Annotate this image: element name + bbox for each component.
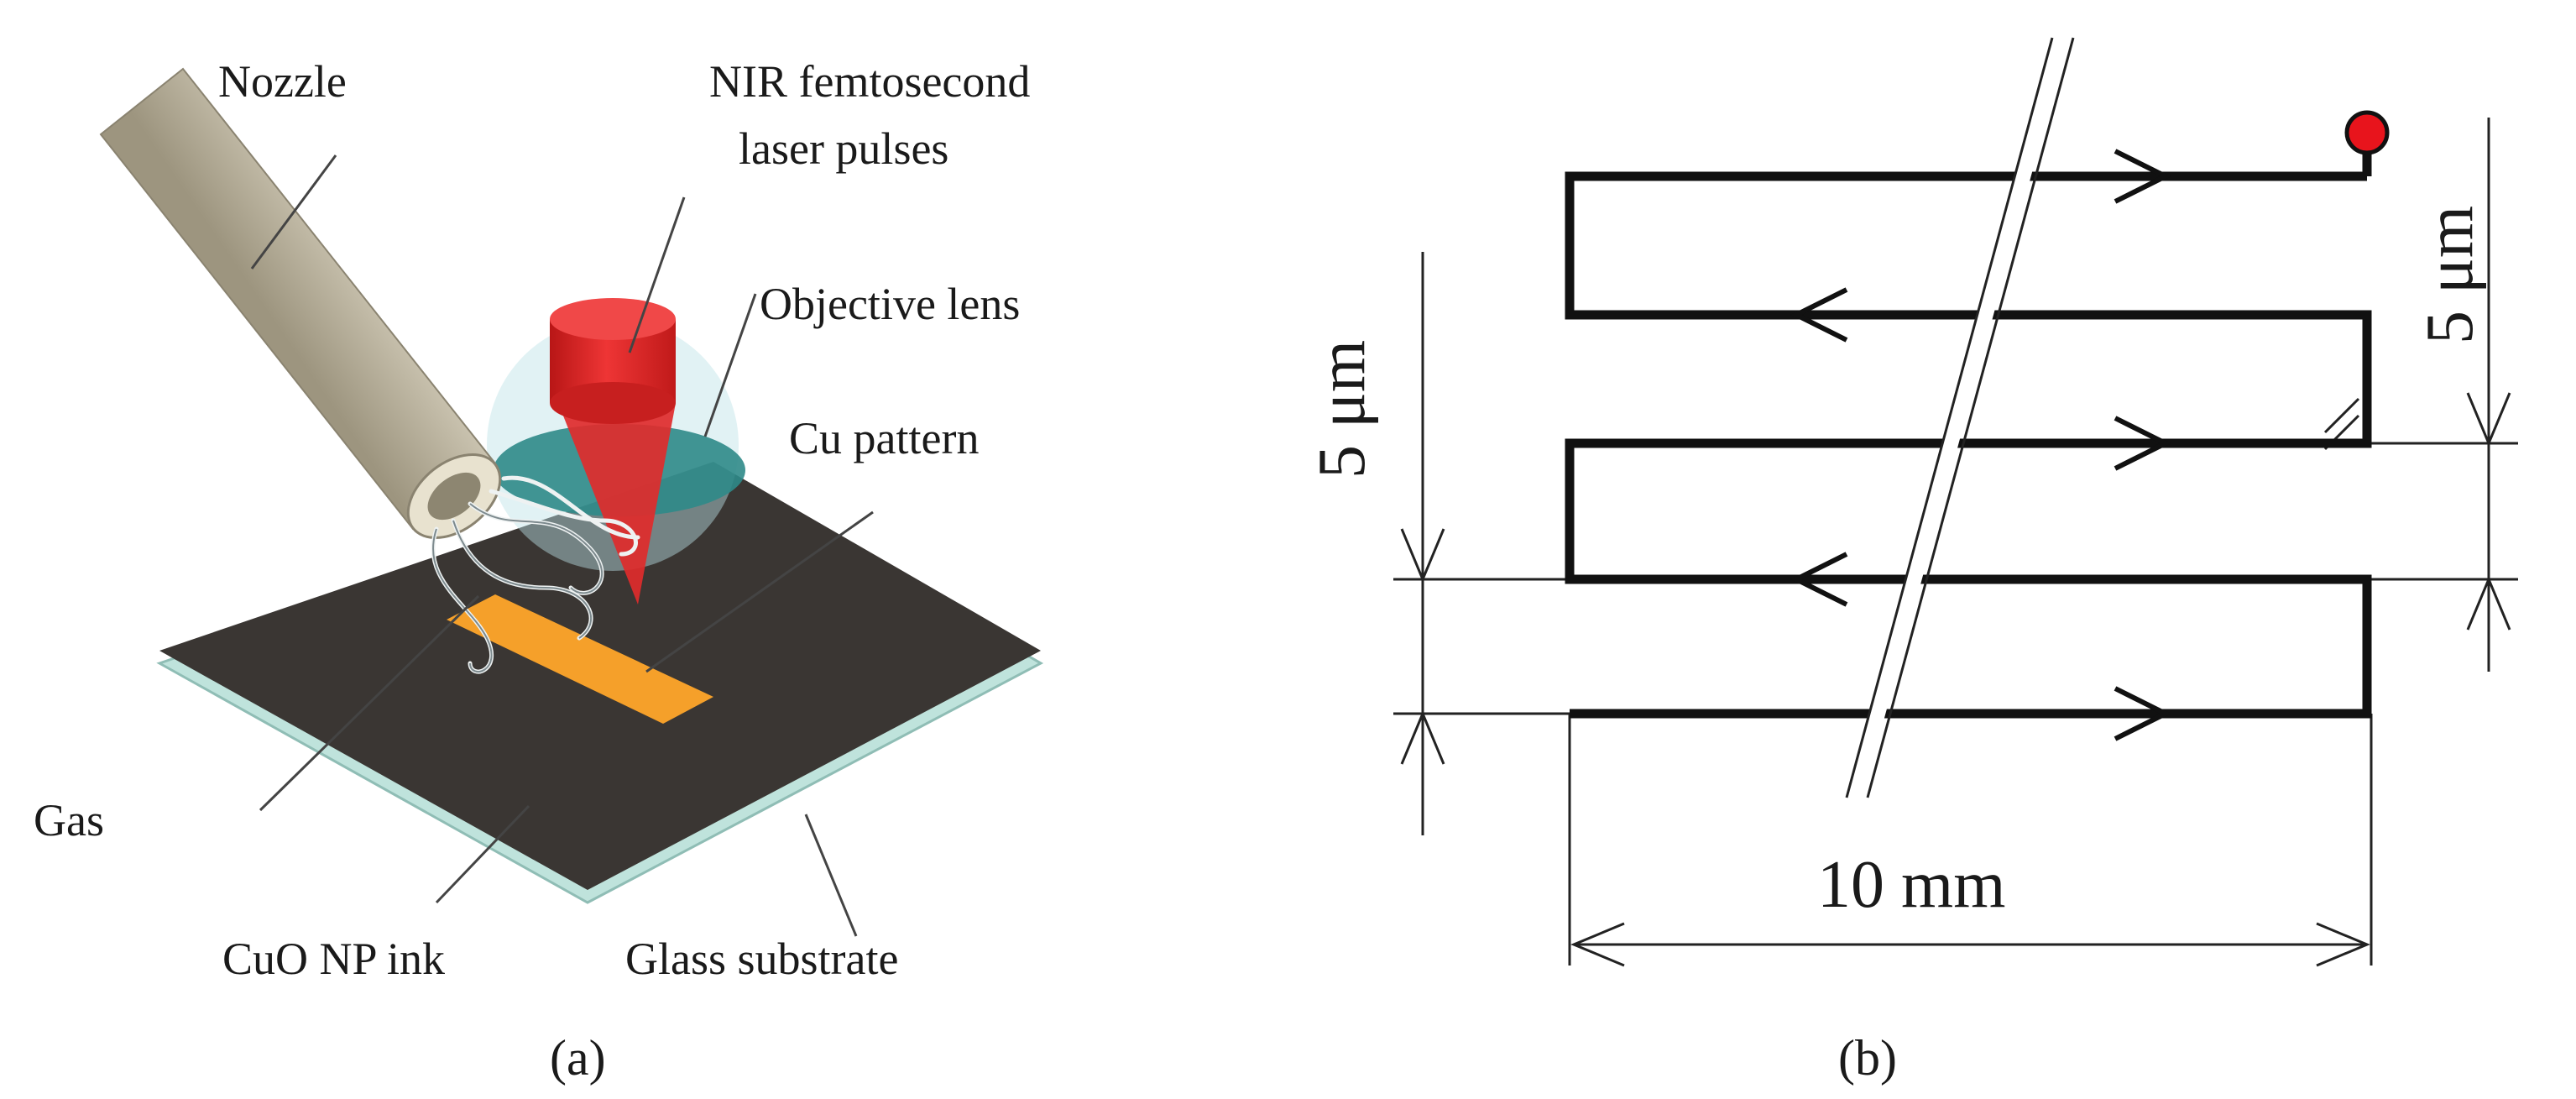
label-laser-line1: NIR femtosecond — [709, 56, 1030, 107]
leader-cu-pattern — [645, 510, 874, 673]
leader-gas — [259, 594, 480, 812]
break-lines — [1845, 35, 2075, 800]
nozzle-bore — [427, 472, 481, 521]
label-nozzle: Nozzle — [218, 56, 347, 107]
label-cuo-np-ink: CuO NP ink — [222, 934, 445, 984]
scan-path — [1565, 171, 2372, 719]
arrow-row3-right — [2114, 416, 2171, 471]
label-objective-lens: Objective lens — [760, 279, 1020, 329]
label-gas: Gas — [34, 795, 104, 845]
leader-ink — [435, 804, 530, 904]
leader-laser — [628, 196, 686, 353]
label-cu-pattern: Cu pattern — [789, 413, 979, 463]
scan-direction-arrows — [1790, 149, 2171, 741]
arrow-row4-left — [1790, 552, 1848, 607]
pitch-label-right: 5 μm — [2413, 206, 2487, 344]
caption-b: (b) — [1838, 1030, 1897, 1086]
scan-start-marker — [2344, 110, 2390, 155]
label-glass-substrate: Glass substrate — [625, 934, 898, 984]
panel-a-setup: Nozzle NIR femtosecond laser pulses Obje… — [34, 56, 1044, 1086]
nozzle — [99, 67, 497, 531]
caption-a: (a) — [550, 1030, 606, 1086]
leader-substrate — [804, 814, 858, 937]
length-label: 10 mm — [1817, 848, 2005, 922]
pitch-label-left: 5 μm — [1305, 340, 1379, 479]
arrow-row2-left — [1790, 287, 1848, 343]
arrow-row1-right — [2114, 149, 2171, 204]
arrow-row5-right — [2114, 686, 2171, 741]
laser-cylinder-bottom — [550, 382, 676, 424]
laser-beam-cone — [558, 403, 676, 604]
dimension-arrowheads — [1400, 392, 2511, 967]
leader-lines — [250, 154, 874, 937]
panel-b-scan-path: 5 μm 5 μm 10 mm (b) — [1305, 35, 2518, 1086]
cu-pattern — [447, 594, 713, 724]
label-laser-line2: laser pulses — [739, 123, 948, 174]
dimension-lines — [1393, 118, 2518, 966]
laser-cylinder-top — [550, 298, 676, 340]
leader-nozzle — [250, 154, 337, 270]
leader-objective — [703, 293, 757, 437]
